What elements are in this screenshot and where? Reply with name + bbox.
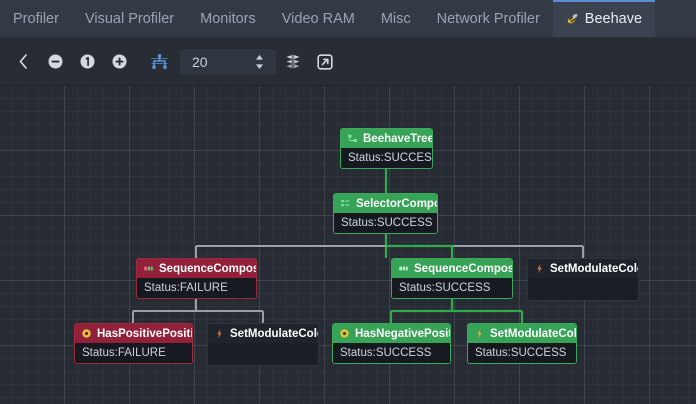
node-selector-composite[interactable]: SelectorComposite Status: SUCCESS <box>333 193 438 234</box>
node-status <box>528 278 638 300</box>
node-title: HasPositivePosition <box>97 327 192 340</box>
zoom-in-icon[interactable] <box>104 47 134 77</box>
node-status-prefix: Status: <box>341 217 377 229</box>
node-set-modulate-color-right[interactable]: SetModulateColor <box>527 258 639 301</box>
node-beehave-tree[interactable]: BeehaveTree Status: SUCCESS <box>340 128 433 169</box>
zoom-reset-one-icon[interactable] <box>72 47 102 77</box>
zoom-out-icon[interactable] <box>40 47 70 77</box>
action-bolt-icon <box>534 263 545 274</box>
sequence-composite-icon <box>143 263 154 274</box>
node-header: SequenceComposite <box>137 259 256 278</box>
node-status-prefix: Status: <box>348 152 384 164</box>
tab-label: Video RAM <box>281 10 355 27</box>
node-status-prefix: Status: <box>399 282 435 294</box>
tab-label: Visual Profiler <box>84 10 175 27</box>
node-status <box>208 343 318 365</box>
node-title: SetModulateColor <box>490 327 577 340</box>
node-status: Status: SUCCESS <box>334 213 437 233</box>
node-status-prefix: Status: <box>340 347 376 359</box>
tab-network-profiler[interactable]: Network Profiler <box>424 0 553 37</box>
node-status: Status: FAILURE <box>75 343 192 363</box>
node-has-negative-position[interactable]: HasNegativePosition Status: SUCCESS <box>332 323 451 364</box>
tab-profiler[interactable]: Profiler <box>0 0 72 37</box>
action-bolt-icon <box>214 328 225 339</box>
node-status-value: SUCCESS <box>375 347 432 359</box>
node-title: SequenceComposite <box>159 262 256 275</box>
graph-toolbar: 20 <box>0 38 696 86</box>
tab-label: Beehave <box>584 10 643 27</box>
sequence-composite-icon <box>398 263 409 274</box>
node-status-value: SUCCESS <box>434 282 491 294</box>
node-status: Status: SUCCESS <box>468 343 576 363</box>
node-header: SelectorComposite <box>334 194 437 213</box>
frame-count-spinbox[interactable]: 20 <box>180 48 276 75</box>
bee-icon <box>566 12 580 26</box>
tab-misc[interactable]: Misc <box>368 0 424 37</box>
node-status: Status: SUCCESS <box>341 148 432 168</box>
node-title: SetModulateColor <box>230 327 319 340</box>
arrange-tree-icon[interactable] <box>144 47 174 77</box>
node-title: SelectorComposite <box>356 197 437 210</box>
open-external-icon[interactable] <box>310 47 340 77</box>
node-sequence-composite-2[interactable]: SequenceComposite2 Status: SUCCESS <box>391 258 513 299</box>
tab-monitors[interactable]: Monitors <box>187 0 269 37</box>
node-header: SequenceComposite2 <box>392 259 512 278</box>
tab-video-ram[interactable]: Video RAM <box>269 0 368 37</box>
node-has-positive-position[interactable]: HasPositivePosition Status: FAILURE <box>74 323 193 364</box>
node-set-modulate-color-child[interactable]: SetModulateColor Status: SUCCESS <box>467 323 577 364</box>
spinner-updown-icon[interactable] <box>253 53 266 71</box>
node-status-prefix: Status: <box>475 347 511 359</box>
node-status-prefix: Status: <box>82 347 118 359</box>
node-status-value: SUCCESS <box>510 347 567 359</box>
node-header: BeehaveTree <box>341 129 432 148</box>
node-status-value: SUCCESS <box>383 152 432 164</box>
node-status: Status: FAILURE <box>137 278 256 298</box>
chevron-left-icon[interactable] <box>8 47 38 77</box>
node-sequence-composite[interactable]: SequenceComposite Status: FAILURE <box>136 258 257 299</box>
debugger-tab-bar: Profiler Visual Profiler Monitors Video … <box>0 0 696 38</box>
node-status: Status: SUCCESS <box>392 278 512 298</box>
condition-icon <box>81 328 92 339</box>
node-title: HasNegativePosition <box>355 327 450 340</box>
action-bolt-icon <box>474 328 485 339</box>
node-status-value: FAILURE <box>179 282 228 294</box>
node-header: HasNegativePosition <box>333 324 450 343</box>
tab-beehave[interactable]: Beehave <box>552 0 656 37</box>
condition-icon <box>339 328 350 339</box>
node-title: BeehaveTree <box>363 132 433 145</box>
node-status-value: SUCCESS <box>376 217 433 229</box>
node-header: SetModulateColor <box>528 259 638 278</box>
node-set-modulate-color-left[interactable]: SetModulateColor <box>207 323 319 366</box>
frame-count-value[interactable]: 20 <box>192 53 208 70</box>
node-status-prefix: Status: <box>144 282 180 294</box>
tab-label: Monitors <box>200 10 256 27</box>
tab-label: Network Profiler <box>436 10 540 27</box>
node-status: Status: SUCCESS <box>333 343 450 363</box>
tree-connector-wires <box>132 167 584 323</box>
tab-label: Misc <box>380 10 411 27</box>
behavior-tree-canvas[interactable]: BeehaveTree Status: SUCCESS SelectorComp… <box>0 86 696 404</box>
tab-visual-profiler[interactable]: Visual Profiler <box>72 0 187 37</box>
tab-label: Profiler <box>13 10 59 27</box>
node-header: HasPositivePosition <box>75 324 192 343</box>
selector-composite-icon <box>340 198 351 209</box>
beehave-tree-icon <box>347 133 358 144</box>
node-title: SequenceComposite2 <box>414 262 512 275</box>
node-status-value: FAILURE <box>117 347 166 359</box>
layers-stack-icon[interactable] <box>278 47 308 77</box>
node-header: SetModulateColor <box>208 324 318 343</box>
node-header: SetModulateColor <box>468 324 576 343</box>
node-title: SetModulateColor <box>550 262 639 275</box>
